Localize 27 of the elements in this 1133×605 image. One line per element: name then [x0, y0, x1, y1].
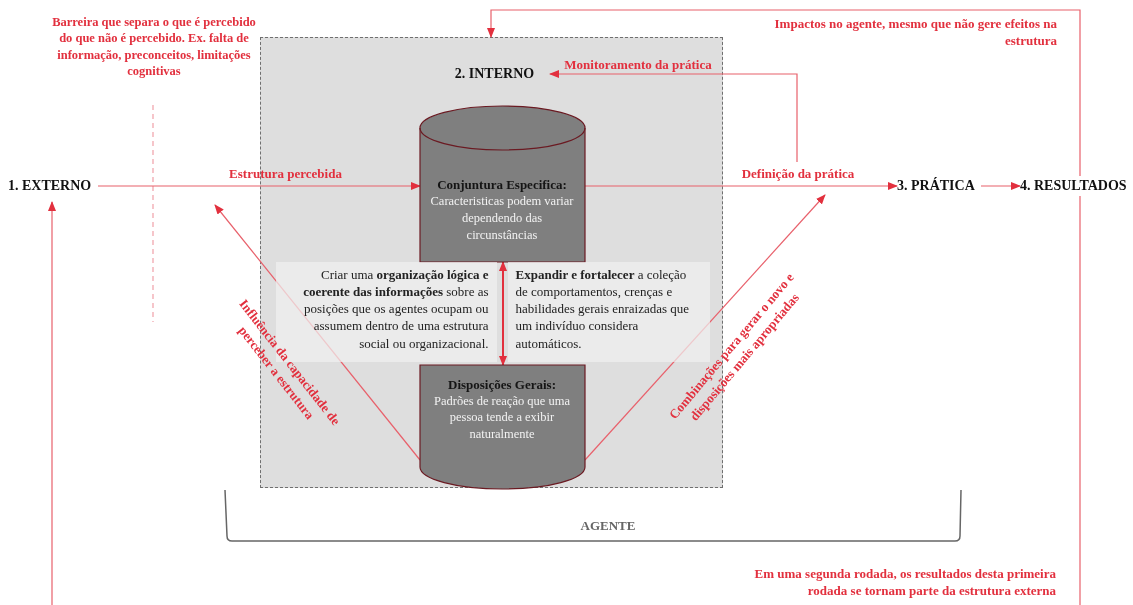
explanation-panel: Expandir e fortalecer a coleção de comportamentos, crenças e habilidades gerais enraizadas que um indivíduo considera automáticos.: [507, 261, 710, 362]
edge-label: Definição da prática: [740, 166, 856, 183]
stage-label: 4. RESULTADOS: [1020, 176, 1132, 196]
internal-heading: 2. INTERNO: [439, 62, 550, 85]
edge-label: Em uma segunda rodada, os resultados desta primeira rodada se tornam parte da estrutura externa: [753, 566, 1056, 600]
cylinder-text: Padrões de reação que uma pessoa tende a exibir naturalmente: [432, 392, 572, 444]
stage-label: 1. EXTERNO: [8, 176, 98, 196]
barrier-note: Barreira que separa o que é percebido do que não é percebido. Ex. falta de informação, preconceitos, limitações cognitivas: [52, 14, 256, 79]
arrow: [549, 70, 798, 163]
bracket-label: AGENTE: [579, 518, 637, 535]
arrow: [499, 261, 507, 366]
arrow: [584, 182, 898, 190]
edge-label: Monitoramento da prática: [563, 57, 713, 74]
arrow: [48, 201, 56, 605]
arrow: [214, 204, 421, 461]
cylinder-text: Caracteristicas podem variar dependendo das circunstâncias: [429, 192, 575, 244]
cylinder-section: [419, 105, 585, 262]
arrow: [980, 182, 1021, 190]
cylinder-title: Disposições Gerais:: [448, 376, 556, 393]
arrow: [584, 194, 826, 461]
edge-label: Impactos no agente, mesmo que não gere efeitos na estrutura: [773, 16, 1057, 50]
arrow: [487, 9, 1081, 177]
cylinder-title: Conjuntura Especifica:: [437, 176, 567, 193]
edge-label: Estrutura percebida: [228, 166, 343, 183]
stage-label: 3. PRÁTICA: [897, 176, 981, 196]
cylinder-section: [419, 364, 585, 489]
arrow: [97, 182, 421, 190]
